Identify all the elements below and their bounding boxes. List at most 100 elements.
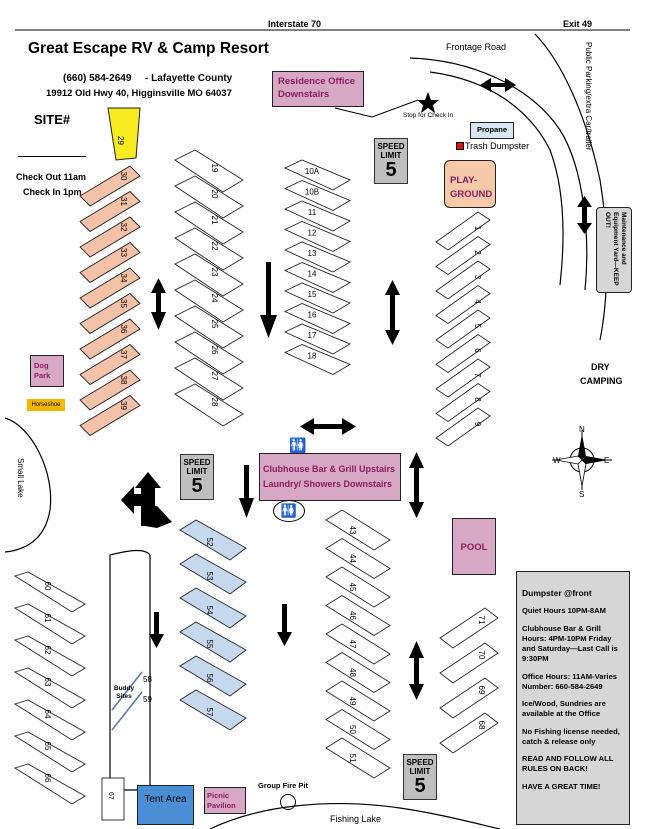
info-dumpster: Dumpster @front: [522, 588, 592, 598]
campsite-number: 30: [119, 172, 128, 181]
speed-limit-value: 5: [191, 475, 203, 497]
campsite: 2: [435, 235, 491, 276]
campsite-number: 19: [210, 164, 219, 173]
campsite-number: 56: [205, 674, 214, 683]
campsite-number: 67: [107, 792, 114, 800]
campsite-number: 31: [119, 197, 128, 206]
campsite-number: 43: [348, 526, 357, 535]
campsite-number: 32: [119, 223, 128, 232]
residence-office: Residence Office Downstairs: [272, 71, 364, 107]
maintenance-yard-label: Maintenance and Equipment Yard—KEEP OUT!: [604, 212, 627, 286]
campsite: 17: [283, 323, 352, 355]
arrow-down-icon: [266, 262, 271, 320]
picnic-pavilion: Picnic Pavilion: [204, 787, 246, 814]
dry-camping-line1: DRY: [591, 362, 610, 372]
campsite: 4: [435, 284, 491, 325]
campsite: 20: [174, 175, 244, 219]
campsite: 51: [325, 737, 391, 779]
campsite-number: 15: [308, 290, 317, 299]
campsites: 2930313233343536373839192021222324252627…: [13, 107, 499, 821]
campsite: 55: [179, 621, 247, 663]
campsite: 32: [79, 216, 141, 258]
campsite-number: 29: [116, 136, 125, 145]
campsite: 16: [283, 303, 352, 335]
campsite: 10B: [283, 180, 352, 212]
campsite: 14: [283, 262, 352, 294]
campsite: 28: [174, 383, 244, 427]
campsite: 64: [13, 699, 86, 741]
campsite: 44: [325, 537, 391, 580]
trash-dumpster-icon: [456, 142, 464, 150]
campsite-number: 14: [308, 270, 317, 279]
campsite: 23: [174, 253, 244, 297]
clubhouse-line2: Laundry/ Showers Downstairs: [263, 478, 393, 489]
campsite-number: 16: [308, 311, 317, 320]
propane-station: Propane: [470, 122, 514, 139]
campsite-number: 35: [119, 299, 128, 308]
campsite: 6: [435, 333, 491, 374]
campsite-number: 20: [210, 190, 219, 199]
campsite: 7: [435, 358, 491, 398]
campsite-number: 57: [205, 708, 214, 717]
campsite: 57: [179, 689, 247, 731]
arrow-down-icon: [282, 604, 287, 634]
speed-limit-sign-top: SPEED LIMIT 5: [374, 138, 408, 184]
exit-label: Exit 49: [563, 19, 592, 29]
campsite: 47: [325, 623, 391, 665]
campsite: 19: [174, 149, 244, 193]
frontage-road-label: Frontage Road: [446, 42, 506, 52]
campsite-number: 8: [473, 397, 482, 402]
arrow-leftright-icon: [490, 83, 506, 87]
campsite: 66: [13, 763, 86, 805]
campsite: 33: [79, 241, 141, 284]
campsite: 8: [435, 382, 491, 423]
campsite: 5: [435, 309, 491, 349]
park-title: Great Escape RV & Camp Resort: [28, 40, 269, 57]
checkout-time: Check Out 11am: [16, 172, 87, 182]
three-way-arrow-icon: [121, 472, 172, 528]
arrow-leftright-icon: [312, 424, 344, 429]
campsite-number: 70: [477, 651, 486, 660]
campsite: 15: [283, 282, 352, 314]
campsite: 27: [174, 357, 244, 401]
campsite: 60: [13, 571, 86, 613]
trash-dumpster-label: Trash Dumpster: [465, 141, 530, 151]
campsite-number: 65: [43, 742, 52, 751]
compass-icon: N S E W: [552, 425, 612, 499]
speed-limit-label: SPEED LIMIT: [377, 142, 405, 160]
info-panel: Dumpster @front Quiet Hours 10PM-8AM Clu…: [516, 571, 630, 825]
campsite-number: 69: [477, 686, 486, 695]
campsite-number: 1: [473, 226, 482, 231]
campsite: 18: [283, 344, 352, 376]
campsite-number: 28: [210, 398, 219, 407]
campsite-number: 53: [205, 572, 214, 581]
campsite-number: 18: [308, 352, 317, 361]
site-number-label: SITE#: [34, 112, 71, 127]
campsite-number: 45: [348, 583, 357, 592]
speed-limit-value: 5: [414, 775, 426, 797]
campsite-number: 5: [473, 324, 482, 329]
campsite-number: 61: [43, 614, 52, 623]
campsite-number: 59: [143, 695, 152, 704]
campsite: 22: [174, 227, 244, 271]
campsite-number: 46: [348, 611, 357, 620]
campsite: 62: [13, 635, 86, 677]
parking-road: [534, 33, 608, 341]
info-fishing: No Fishing license needed, catch & relea…: [522, 726, 620, 746]
campsite-number: 62: [43, 646, 52, 655]
campsite: 69: [439, 677, 499, 719]
campsite: 70: [439, 642, 499, 684]
campsite-buddy: 58: [111, 671, 152, 711]
fishing-lake-shore: [209, 803, 501, 829]
campsite: 71: [439, 607, 499, 649]
campsite: 21: [174, 201, 244, 245]
campsite: 54: [179, 587, 247, 629]
campsite-number: 48: [348, 668, 357, 677]
playground: PLAY-GROUND: [444, 160, 496, 208]
arrow-down-icon: [154, 612, 159, 637]
campsite-number: 23: [210, 268, 219, 277]
campsite-number: 50: [348, 725, 357, 734]
campsite-number: 34: [119, 274, 128, 283]
frontage-road-inner: [429, 71, 564, 286]
